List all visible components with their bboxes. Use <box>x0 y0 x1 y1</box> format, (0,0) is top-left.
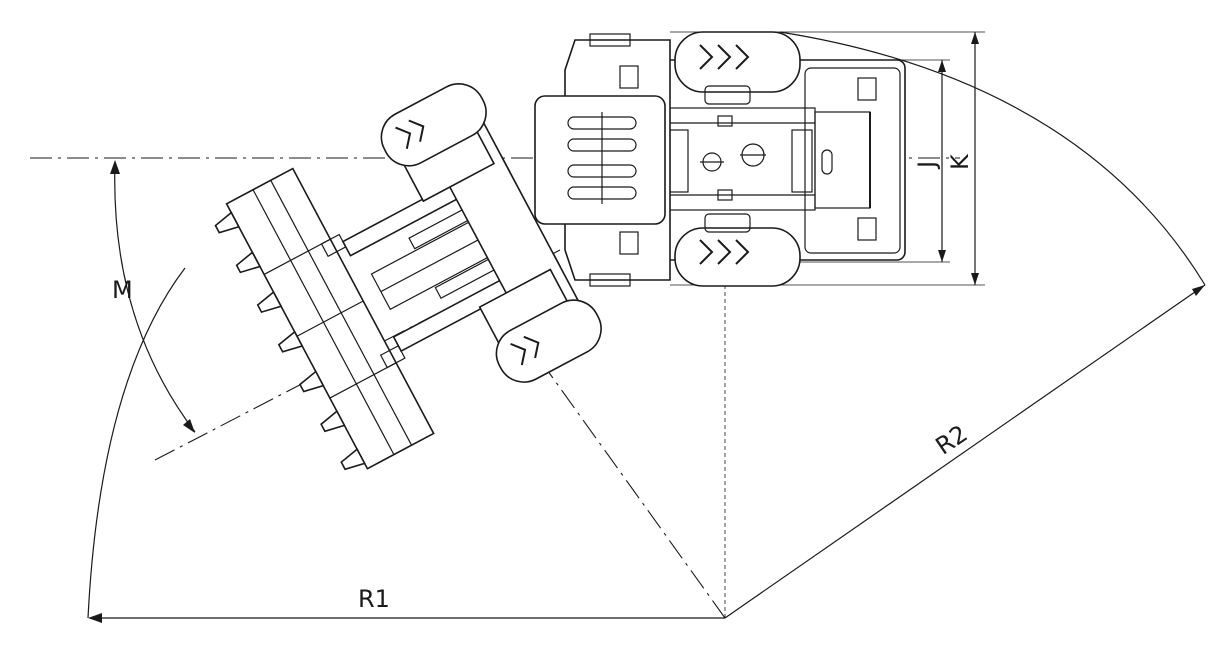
k-arrow-top <box>971 32 979 44</box>
r2-radius-line <box>724 284 1206 619</box>
front-wheel-bottom-tread <box>510 335 540 366</box>
tooth-3 <box>256 290 283 314</box>
r2-label: R2 <box>931 419 973 460</box>
m-arc-arrow-bottom <box>183 419 195 433</box>
j-arrow-bottom <box>938 250 946 262</box>
m-label: M <box>112 276 133 304</box>
front-frame <box>214 83 602 471</box>
bucket-rib-2 <box>296 300 364 337</box>
tooth-4 <box>277 330 304 353</box>
m-arc-arrow-top <box>110 160 120 174</box>
r2-arc <box>779 31 1206 286</box>
hood-vent-bottom <box>857 217 877 241</box>
cab-section <box>534 33 671 287</box>
tooth-1 <box>214 211 240 234</box>
tooth-2 <box>235 251 262 274</box>
arcs <box>87 31 1206 619</box>
front-wheel-top-tread <box>395 119 425 149</box>
rear-wheel-top-tread <box>699 44 750 70</box>
rear-wheel-bottom-tread <box>699 239 750 265</box>
step-top <box>589 33 631 47</box>
grille-right <box>791 129 813 193</box>
hood-vent-top <box>857 77 877 101</box>
r1-arrowhead <box>88 613 102 623</box>
mount-bottom <box>717 189 733 201</box>
m-angle-arc <box>114 161 196 433</box>
hitch-slot <box>821 149 833 175</box>
engine-hood <box>804 67 901 254</box>
bucket-pin-upper <box>320 233 347 258</box>
axle-mount-bottom <box>704 213 751 233</box>
r1-arc <box>87 267 186 619</box>
r2-arrowhead <box>1192 285 1205 296</box>
tooth-6 <box>320 410 346 433</box>
j-label: J <box>913 161 941 170</box>
mount-top <box>717 115 733 127</box>
k-arrow-bottom <box>971 273 979 285</box>
tooth-7 <box>340 448 366 471</box>
cab-roof <box>534 95 666 225</box>
rear-frame <box>659 31 906 287</box>
rear-wheel-top <box>674 31 801 93</box>
pivot-radial-line <box>539 359 726 619</box>
cab-box-top <box>619 65 639 89</box>
k-label: K <box>946 153 974 170</box>
rear-wheel-bottom <box>674 227 801 287</box>
j-arrow-top <box>938 60 946 72</box>
bucket-rib-3 <box>329 362 397 399</box>
bucket-teeth <box>214 211 366 471</box>
bucket-rib-1 <box>263 238 331 275</box>
tooth-5 <box>298 370 325 393</box>
bucket-pin-lower <box>379 344 406 369</box>
step-bottom <box>589 273 631 287</box>
r1-label: R1 <box>358 585 390 613</box>
cab-box-bottom <box>619 231 639 255</box>
axle-mount-top <box>704 85 751 105</box>
